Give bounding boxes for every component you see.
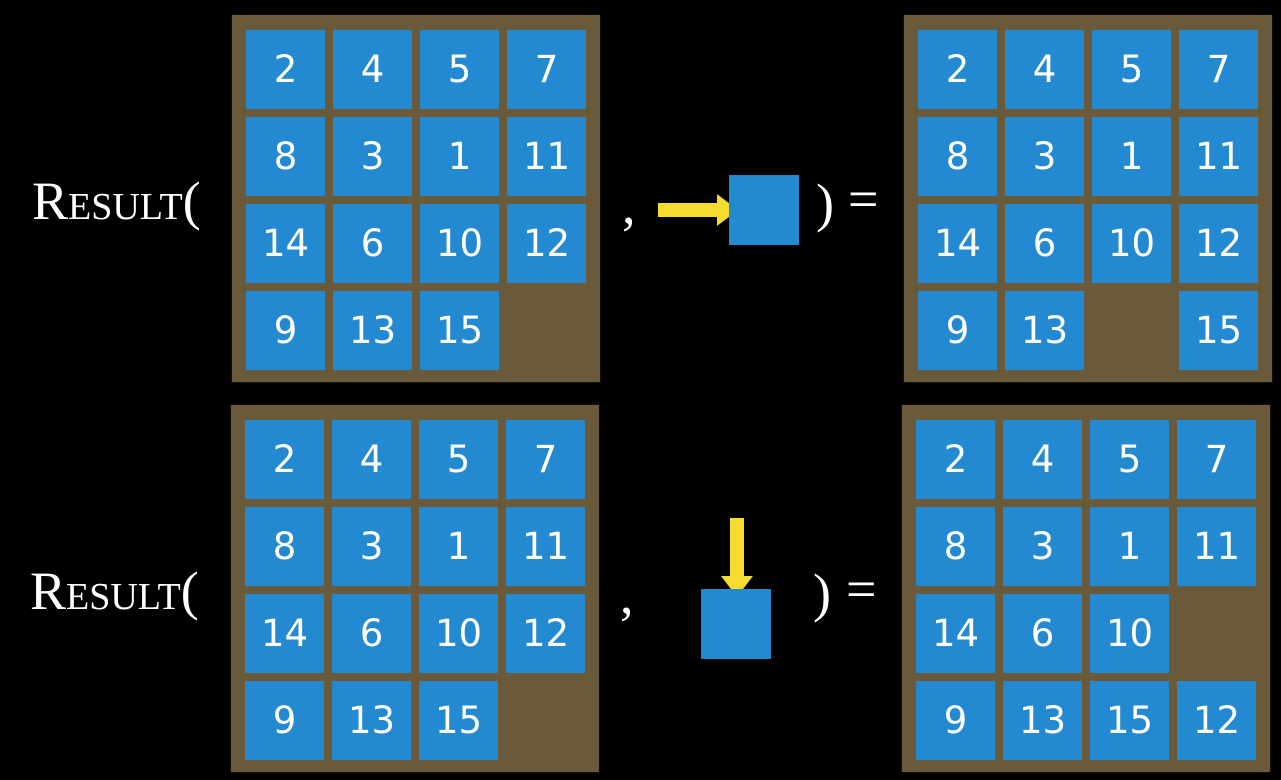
- tile-4: 4: [1003, 420, 1082, 499]
- tile-10: 10: [420, 204, 499, 283]
- tile-11: 11: [1177, 507, 1256, 586]
- tile-7: 7: [1179, 30, 1258, 109]
- tile-4: 4: [1005, 30, 1084, 109]
- down-arrow-icon: [721, 518, 753, 597]
- tile-8: 8: [245, 507, 324, 586]
- tile-13: 13: [1003, 681, 1082, 760]
- result-label: Result(: [30, 561, 199, 621]
- equals-sign: =: [846, 559, 877, 619]
- tile-9: 9: [246, 291, 325, 370]
- tile-5: 5: [419, 420, 498, 499]
- tile-11: 11: [1179, 117, 1258, 196]
- tile-1: 1: [419, 507, 498, 586]
- tile-15: 15: [419, 681, 498, 760]
- tile-8: 8: [246, 117, 325, 196]
- tile-6: 6: [333, 204, 412, 283]
- result-label: Result(: [32, 171, 201, 231]
- tile-7: 7: [1177, 420, 1256, 499]
- tile-1: 1: [420, 117, 499, 196]
- tile-10: 10: [1092, 204, 1171, 283]
- tile-15: 15: [1090, 681, 1169, 760]
- tile-14: 14: [245, 594, 324, 673]
- tile-7: 7: [507, 30, 586, 109]
- tile-14: 14: [246, 204, 325, 283]
- tile-14: 14: [918, 204, 997, 283]
- tile-3: 3: [1005, 117, 1084, 196]
- tile-symbol: [729, 175, 799, 245]
- tile-4: 4: [333, 30, 412, 109]
- tile-12: 12: [507, 204, 586, 283]
- tile-3: 3: [333, 117, 412, 196]
- tile-9: 9: [916, 681, 995, 760]
- tile-5: 5: [1090, 420, 1169, 499]
- tile-2: 2: [918, 30, 997, 109]
- tile-8: 8: [916, 507, 995, 586]
- close-paren: ): [816, 173, 834, 233]
- tile-12: 12: [1177, 681, 1256, 760]
- right-arrow-icon: [658, 194, 738, 226]
- tile-3: 3: [1003, 507, 1082, 586]
- tile-1: 1: [1090, 507, 1169, 586]
- tile-15: 15: [1179, 291, 1258, 370]
- tile-2: 2: [246, 30, 325, 109]
- tile-symbol: [701, 589, 771, 659]
- tile-9: 9: [245, 681, 324, 760]
- tile-7: 7: [506, 420, 585, 499]
- tile-11: 11: [506, 507, 585, 586]
- tile-6: 6: [1003, 594, 1082, 673]
- comma: ,: [620, 565, 634, 625]
- close-paren: ): [813, 563, 831, 623]
- tile-13: 13: [1005, 291, 1084, 370]
- tile-3: 3: [332, 507, 411, 586]
- tile-6: 6: [1005, 204, 1084, 283]
- tile-14: 14: [916, 594, 995, 673]
- tile-5: 5: [420, 30, 499, 109]
- tile-8: 8: [918, 117, 997, 196]
- tile-9: 9: [918, 291, 997, 370]
- comma: ,: [622, 175, 636, 235]
- tile-12: 12: [506, 594, 585, 673]
- tile-5: 5: [1092, 30, 1171, 109]
- tile-12: 12: [1179, 204, 1258, 283]
- tile-10: 10: [1090, 594, 1169, 673]
- tile-11: 11: [507, 117, 586, 196]
- tile-1: 1: [1092, 117, 1171, 196]
- tile-15: 15: [420, 291, 499, 370]
- equals-sign: =: [848, 169, 879, 229]
- tile-6: 6: [332, 594, 411, 673]
- tile-10: 10: [419, 594, 498, 673]
- tile-4: 4: [332, 420, 411, 499]
- tile-2: 2: [245, 420, 324, 499]
- tile-2: 2: [916, 420, 995, 499]
- tile-13: 13: [332, 681, 411, 760]
- tile-13: 13: [333, 291, 412, 370]
